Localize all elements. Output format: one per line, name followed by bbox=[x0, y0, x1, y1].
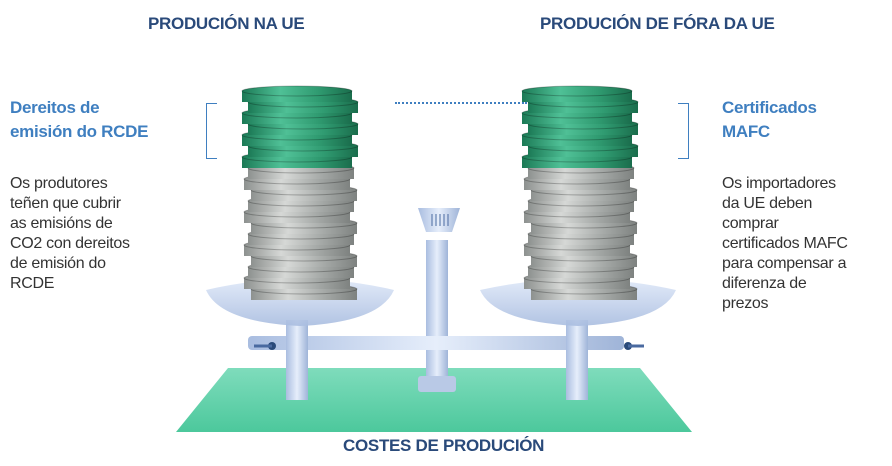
right-body-line: comprar bbox=[722, 215, 779, 232]
connector-line bbox=[395, 102, 527, 104]
right-title: Certificados MAFC bbox=[722, 96, 817, 144]
eu-production-heading: PRODUCIÓN NA UE bbox=[148, 14, 305, 33]
right-bracket bbox=[678, 103, 689, 159]
right-body-line: certificados MAFC bbox=[722, 235, 848, 252]
left-body-line: CO2 con dereitos bbox=[10, 235, 130, 252]
left-body-line: de emisión do bbox=[10, 255, 106, 272]
scale-beam bbox=[248, 336, 624, 350]
right-title-line: Certificados bbox=[722, 98, 817, 117]
left-body-line: Os produtores bbox=[10, 175, 108, 192]
right-title-line: MAFC bbox=[722, 122, 770, 141]
coin-stack-icon bbox=[521, 85, 639, 300]
right-body-line: Os importadores bbox=[722, 175, 836, 192]
right-body-line: prezos bbox=[722, 295, 769, 312]
non-eu-production-heading: PRODUCIÓN DE FÓRA DA UE bbox=[540, 14, 775, 33]
production-costs-heading: COSTES DE PRODUCIÓN bbox=[343, 436, 545, 455]
left-title-line: Dereitos de bbox=[10, 98, 100, 117]
left-title: Dereitos de emisión do RCDE bbox=[10, 96, 148, 144]
left-body-line: as emisións de bbox=[10, 215, 113, 232]
coin-stack-icon bbox=[241, 85, 359, 300]
left-description: Os produtores teñen que cubrir as emisió… bbox=[10, 174, 130, 294]
scale-indicator bbox=[418, 208, 460, 232]
left-bracket bbox=[206, 103, 217, 159]
right-description: Os importadores da UE deben comprar cert… bbox=[722, 174, 848, 314]
scale-pillar bbox=[426, 240, 448, 390]
left-title-line: emisión do RCDE bbox=[10, 122, 149, 141]
right-body-line: da UE deben bbox=[722, 195, 813, 212]
left-body-line: teñen que cubrir bbox=[10, 195, 121, 212]
right-body-line: para compensar a bbox=[722, 255, 847, 272]
left-body-line: RCDE bbox=[10, 275, 55, 292]
right-body-line: diferenza de bbox=[722, 275, 807, 292]
